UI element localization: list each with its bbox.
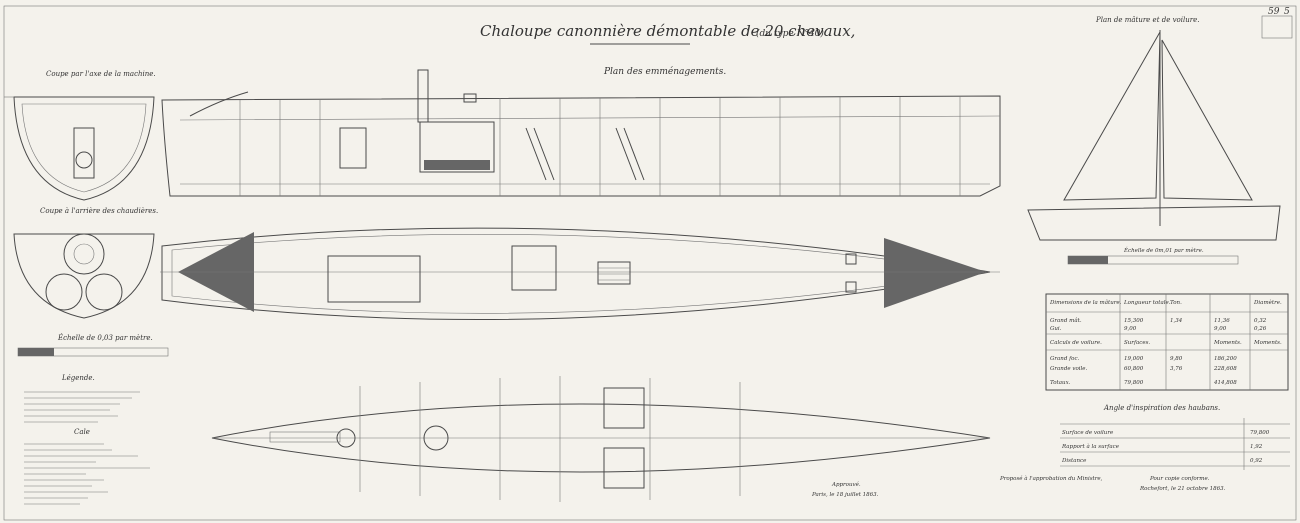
section2-boiler-left (45, 273, 83, 311)
boiler-plan (423, 425, 449, 451)
calc-h0: Calculs de voilure. (1050, 340, 1102, 346)
rig-row2-value: 0,92 (1250, 458, 1263, 464)
sheet-number: 59 (1268, 7, 1280, 17)
jib-sail (1063, 31, 1161, 201)
calc-h1: Surfaces. (1124, 340, 1150, 346)
calc-r0-name: Grand foc. (1050, 356, 1080, 362)
bow-deck (884, 238, 986, 308)
rig-row1-label: Rapport à la surface (1061, 443, 1120, 450)
main-sail (1161, 39, 1253, 201)
boiler-hatch (511, 245, 557, 291)
sail-row0-parts: 11,36 (1214, 318, 1230, 324)
rig-row0-label: Surface de voilure (1062, 430, 1114, 436)
rig-row2-label: Distance (1061, 458, 1087, 464)
sail-table-h4: Diamètre. (1253, 299, 1282, 306)
deck-plan (161, 227, 991, 321)
sail-table-h2: Ton. (1170, 300, 1182, 306)
section2-boiler-right (85, 273, 123, 311)
sheet-border (3, 5, 1297, 521)
section1-engine (73, 127, 95, 179)
sail-row0-name: Grand mât. (1050, 317, 1082, 324)
calc-r2-name: Totaux. (1050, 380, 1071, 386)
approve-left: Approuvé. (831, 481, 861, 488)
funnel (417, 69, 429, 123)
engine-plan (336, 428, 356, 448)
ladder-fwd (525, 127, 547, 181)
propeller-shaft (269, 431, 341, 443)
approve-left-date: Paris, le 18 juillet 1863. (811, 492, 879, 498)
section2-hull (13, 233, 155, 319)
scale-left-label: Échelle de 0,03 par mètre. (57, 333, 153, 342)
calc-r1-mom: 228,608 (1213, 366, 1237, 372)
section1-hull (13, 96, 155, 201)
sail-row1-parts: 9,00 (1214, 326, 1227, 332)
calc-r2-mom: 414,808 (1213, 380, 1237, 386)
sail-table-h1: Longueur totale. (1123, 300, 1171, 306)
mast-label: Plan de mâture et de voilure. (1095, 16, 1199, 24)
calc-h3: Moments. (1253, 340, 1282, 346)
calc-r2-surf: 79,800 (1124, 380, 1144, 386)
calc-r1-name: Grande voile. (1050, 366, 1088, 372)
mast-plan-hull (1027, 205, 1281, 241)
sail-row1-name: Gui. (1050, 326, 1062, 332)
archive-stamp (1261, 15, 1293, 39)
legend-sub: Cale (74, 428, 90, 436)
calc-r0-surf: 19,000 (1124, 356, 1144, 362)
legend-lines (24, 391, 140, 423)
section2-steam-drum (63, 233, 105, 275)
profile-frames (239, 96, 961, 196)
calc-r1-arm: 3,76 (1170, 366, 1183, 372)
calc-r0-arm: 9,80 (1170, 356, 1183, 362)
legend-title: Légende. (61, 374, 95, 382)
approve-right-date: Rochefort, le 21 octobre 1863. (1139, 486, 1226, 492)
rigging-title: Angle d'inspiration des haubans. (1103, 404, 1220, 412)
sheet-sub: 5 (1284, 7, 1290, 17)
section1-shaft (75, 151, 93, 169)
sail-row0-dia: 0,32 (1254, 318, 1267, 324)
legend-lines-2 (24, 443, 150, 505)
hold-lockers-aft (603, 447, 645, 489)
sail-table-h0: Dimensions de la mâture. (1049, 299, 1122, 306)
sail-row0-len: 15,300 (1124, 318, 1144, 324)
rudder-tiller (189, 91, 249, 117)
calc-r1-surf: 60,800 (1124, 366, 1144, 372)
rig-row0-value: 79,800 (1250, 430, 1270, 436)
sail-row1-len: 9,00 (1124, 326, 1137, 332)
ladder-aft (615, 127, 637, 181)
sail-row0-ton: 1,34 (1170, 318, 1183, 324)
sail-row1-dia: 0,26 (1254, 326, 1267, 332)
engine-hatch (327, 255, 421, 303)
calc-r0-mom: 186,200 (1214, 356, 1237, 362)
section1-inner (21, 103, 147, 193)
section2-label: Coupe à l'arrière des chaudières. (40, 207, 158, 215)
rig-row1-value: 1,92 (1250, 444, 1263, 450)
grating-hatch (597, 261, 631, 285)
drawing-title-suffix: (du type N°40) (756, 28, 824, 39)
hold-bulkheads (359, 376, 741, 502)
rigging-table (1060, 418, 1290, 470)
engine-profile (339, 127, 367, 169)
approve-mid: Proposé à l'approbation du Ministre, (999, 475, 1103, 482)
drawing-title: Chaloupe canonnière démontable de 20 che… (480, 22, 855, 40)
hold-lockers-fwd (603, 387, 645, 429)
sail-table (1045, 293, 1289, 391)
scale-right-label: Échelle de 0m,01 par mètre. (1123, 246, 1204, 254)
boiler-profile (419, 121, 495, 173)
calc-h2: Moments. (1213, 340, 1242, 346)
hull-profile (161, 95, 1001, 197)
plan-label: Plan des emménagements. (603, 66, 726, 77)
approve-right: Pour copie conforme. (1149, 476, 1210, 482)
section1-label: Coupe par l'axe de la machine. (46, 70, 156, 78)
